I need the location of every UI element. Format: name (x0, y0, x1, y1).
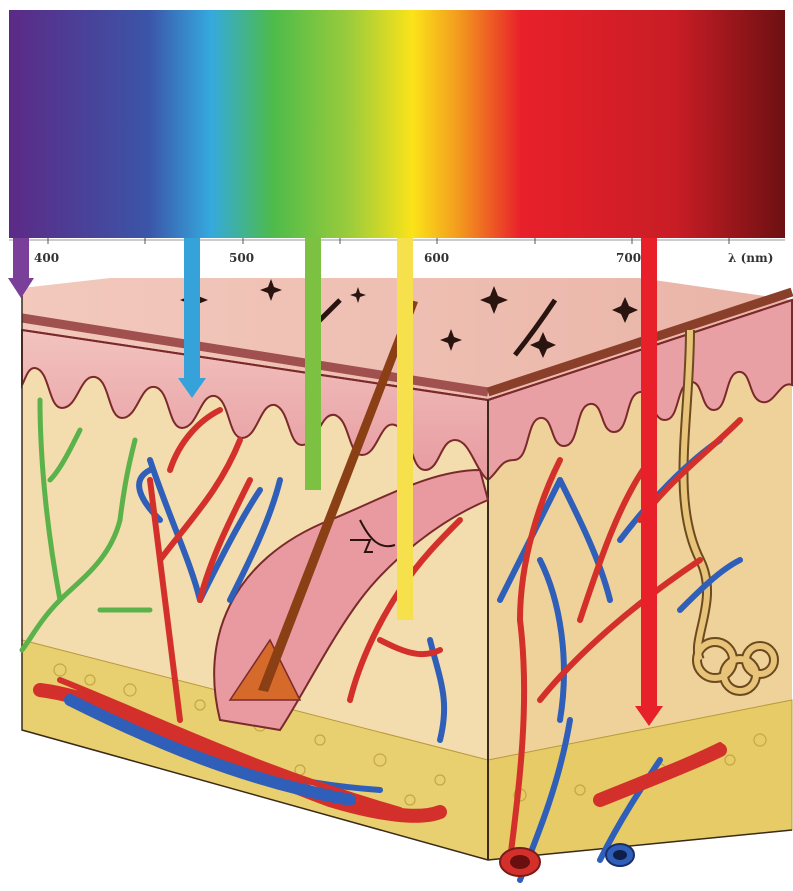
tick-label-700: 700 (616, 251, 641, 265)
tick-label-500: 500 (229, 251, 254, 265)
arrow-green (305, 238, 321, 490)
axis-unit-label: λ (nm) (728, 251, 773, 265)
arrow-yellow (397, 238, 413, 620)
spectrum-bar: 400 500 600 700 λ (nm) (9, 10, 785, 278)
tick-label-400: 400 (34, 251, 59, 265)
tick-label-600: 600 (424, 251, 449, 265)
